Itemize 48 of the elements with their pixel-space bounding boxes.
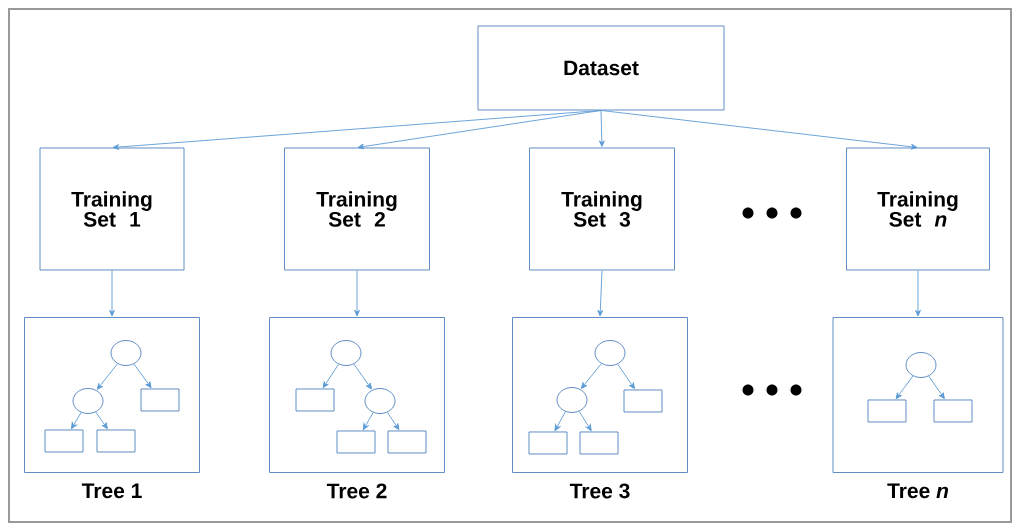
training-set-box: Training Set 3	[529, 147, 675, 271]
tree-box	[336, 430, 376, 454]
tree-box	[867, 399, 907, 423]
training-set-box: Training Set 2	[284, 147, 430, 271]
training-set-box: Training Set n	[846, 147, 990, 271]
tree-node-circle	[330, 340, 362, 366]
tree-node-circle	[72, 388, 104, 414]
tree-box	[579, 431, 619, 455]
tree-box	[96, 429, 136, 453]
tree-box	[295, 388, 335, 412]
arrow	[357, 110, 602, 150]
tree-node-circle	[364, 388, 396, 414]
tree-node-circle	[905, 352, 937, 378]
tree-box	[140, 388, 180, 412]
arrow	[554, 411, 566, 431]
training-set-box: Training Set 1	[39, 147, 185, 271]
arrow	[71, 412, 82, 430]
arrow	[96, 363, 118, 390]
tree-label: Tree 3	[569, 483, 630, 499]
arrow	[133, 363, 152, 389]
arrow	[109, 270, 115, 317]
arrow	[580, 363, 602, 389]
tree-box	[387, 430, 427, 454]
arrow	[387, 411, 400, 431]
tree-label: Tree 2	[326, 483, 387, 499]
arrow	[578, 411, 592, 432]
tree-node-circle	[556, 387, 588, 413]
arrow	[895, 375, 914, 400]
dataset-box: Dataset	[477, 25, 725, 111]
tree-box	[528, 431, 568, 455]
arrow	[362, 412, 374, 430]
arrow	[617, 363, 635, 390]
arrow	[597, 270, 604, 317]
tree-box	[44, 429, 84, 453]
arrow	[915, 270, 921, 317]
tree-node-circle	[110, 340, 142, 366]
arrow	[95, 411, 108, 430]
tree-box	[933, 399, 973, 423]
tree-node-circle	[594, 340, 626, 366]
tree-label: Tree n	[887, 483, 949, 499]
arrow	[600, 110, 918, 150]
arrow	[353, 363, 372, 390]
arrow	[354, 270, 360, 317]
arrow	[598, 110, 605, 147]
arrow	[322, 363, 339, 389]
tree-box	[623, 389, 663, 413]
tree-label: Tree 1	[81, 483, 142, 499]
arrow	[928, 375, 945, 400]
